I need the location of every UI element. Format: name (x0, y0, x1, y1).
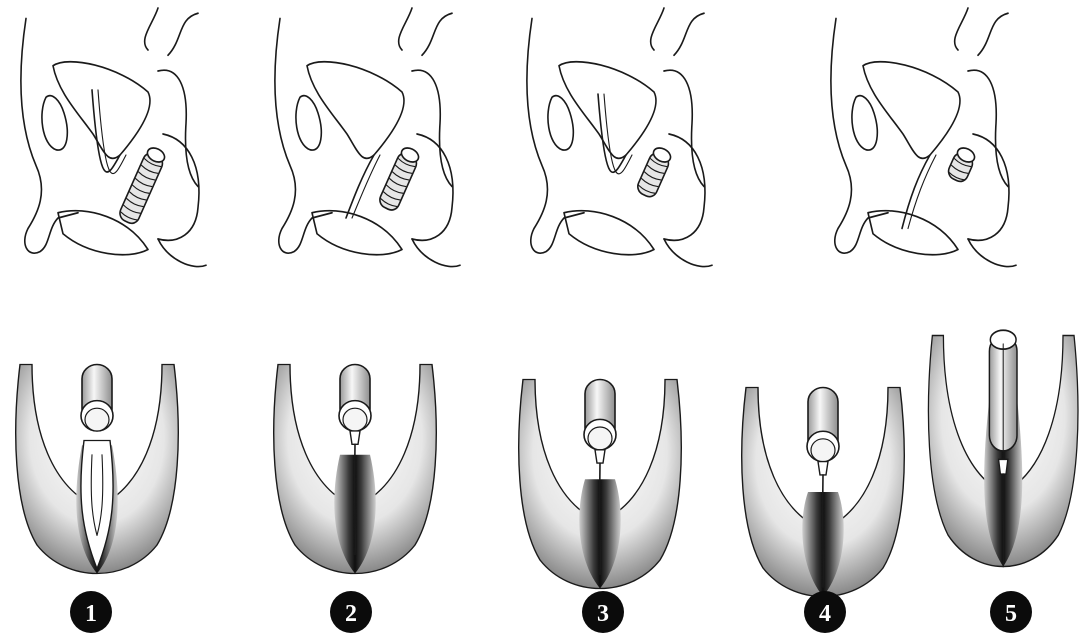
external-views-row (16, 330, 1078, 596)
external-view-5 (928, 330, 1078, 566)
sagittal-section-3 (527, 8, 712, 267)
sagittal-section-4 (831, 8, 1016, 267)
external-view-1 (16, 365, 179, 574)
stage-badge-3: 3 (582, 591, 624, 633)
stage-label-3: 3 (597, 601, 609, 627)
sagittal-section-2 (275, 8, 460, 267)
sagittal-section-1 (21, 8, 206, 267)
stage-badge-1: 1 (70, 591, 112, 633)
external-view-3 (519, 380, 682, 589)
stage-badge-2: 2 (330, 591, 372, 633)
stage-label-2: 2 (345, 601, 357, 627)
stage-badge-4: 4 (804, 591, 846, 633)
external-view-2 (274, 365, 437, 574)
stage-label-1: 1 (85, 601, 97, 627)
sagittal-sections-row (21, 8, 1016, 267)
stage-label-4: 4 (819, 601, 831, 627)
external-view-4 (742, 388, 905, 597)
stage-label-5: 5 (1005, 601, 1017, 627)
stage-badge-5: 5 (990, 591, 1032, 633)
